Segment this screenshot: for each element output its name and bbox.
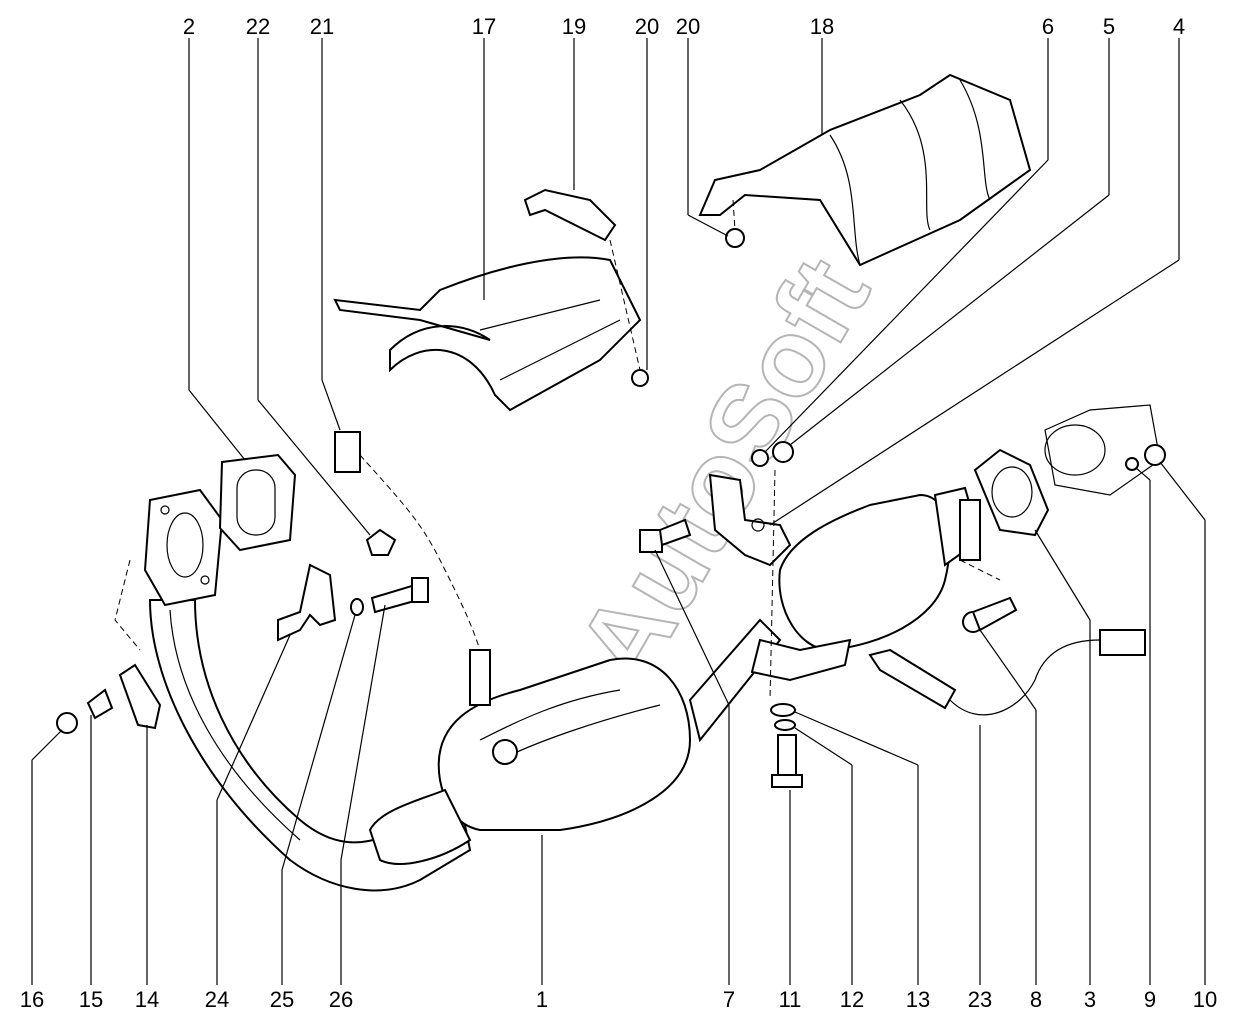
callout-16: 16 [20, 987, 44, 1012]
plate-14 [118, 663, 162, 730]
bolt-7 [639, 518, 692, 553]
washer-25 [350, 598, 364, 616]
callout-24: 24 [205, 987, 229, 1012]
catalytic-converter-1 [368, 618, 782, 865]
bracket-4 [708, 473, 792, 567]
gasket-3 [973, 448, 1050, 537]
clip-22 [365, 528, 397, 556]
callout-22: 22 [246, 14, 270, 39]
callout-6: 6 [1042, 14, 1054, 39]
oxygen-sensor-front [334, 431, 491, 706]
callout-11: 11 [779, 987, 802, 1012]
callout-17: 17 [472, 14, 496, 39]
callout-5: 5 [1103, 14, 1115, 39]
assembly-line-5 [732, 199, 736, 231]
washer-13 [770, 703, 796, 717]
pipe-bracket [750, 638, 852, 682]
front-pipe [148, 599, 472, 892]
callout-12: 12 [840, 987, 864, 1012]
assembly-line-4 [609, 239, 641, 371]
callout-10: 10 [1193, 987, 1217, 1012]
callout-7: 7 [723, 987, 735, 1012]
washer-12 [774, 719, 796, 731]
rear-flange [1044, 404, 1161, 496]
bolt-26 [370, 577, 429, 614]
callout-15: 15 [79, 987, 103, 1012]
nut-20b [725, 228, 745, 248]
callout-3: 3 [1084, 987, 1096, 1012]
callout-26: 26 [329, 987, 353, 1012]
callout-20a: 20 [635, 14, 659, 39]
assembly-line-1 [114, 559, 141, 651]
gasket-2 [218, 453, 297, 552]
callout-9: 9 [1144, 987, 1156, 1012]
assembly-line-3 [959, 559, 1001, 581]
callout-1: 1 [536, 987, 548, 1012]
callout-8: 8 [1030, 987, 1042, 1012]
hanger-24 [277, 563, 337, 642]
callout-labels: 2 22 21 17 19 20 20 18 6 5 4 16 15 14 24… [20, 14, 1217, 1012]
nut-20a [631, 369, 649, 387]
heat-shield-18 [698, 73, 1032, 267]
callout-25: 25 [270, 987, 294, 1012]
callout-13: 13 [906, 987, 930, 1012]
bracket-19 [523, 188, 617, 242]
catalytic-converter-rear [778, 486, 982, 652]
callout-2: 2 [183, 14, 195, 39]
heat-shield-17 [333, 256, 642, 412]
bolt-8 [962, 596, 1018, 633]
oxygen-sensor-23 [868, 629, 1146, 716]
callout-18: 18 [810, 14, 834, 39]
callout-4: 4 [1173, 14, 1185, 39]
pipe-flange [143, 488, 224, 607]
callout-23: 23 [968, 987, 992, 1012]
nut-6 [772, 441, 794, 463]
stud-15 [86, 688, 114, 720]
callout-19: 19 [562, 14, 586, 39]
callout-21: 21 [310, 14, 334, 39]
leader-lines [31, 38, 1206, 985]
assembly-line-2 [769, 469, 776, 701]
callout-14: 14 [135, 987, 159, 1012]
callout-20b: 20 [676, 14, 700, 39]
bolt-11 [771, 734, 803, 788]
washer-5 [751, 449, 769, 467]
washer-9 [1125, 457, 1139, 471]
nut-10 [1144, 444, 1166, 466]
nut-16 [56, 712, 78, 734]
